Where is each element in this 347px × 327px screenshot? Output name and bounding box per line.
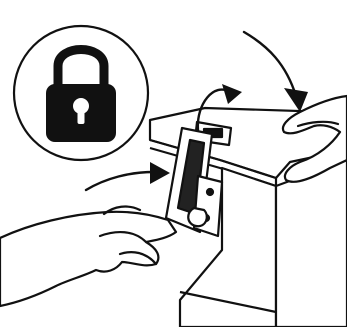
latch-hinge [188, 208, 207, 226]
arrow-push-latch [86, 172, 154, 190]
arrow-press-lid [244, 32, 296, 96]
lock-badge [14, 26, 148, 160]
arrow-press-lid-head [284, 88, 308, 112]
case-side-face [276, 160, 347, 327]
arrow-push-latch-head [150, 162, 170, 184]
latch-screw-top [207, 189, 213, 195]
arrow-rotate-lever-head [222, 84, 242, 104]
